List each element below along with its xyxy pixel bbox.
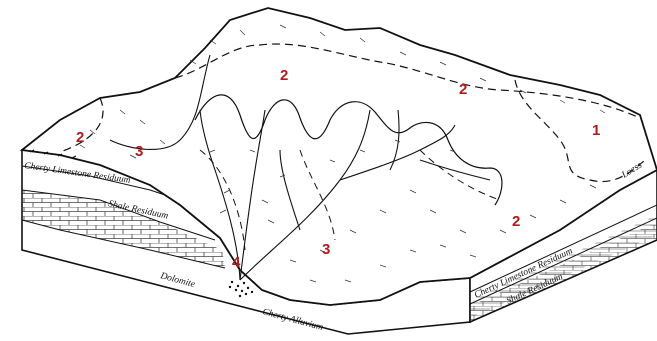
zone-number: 2: [76, 129, 84, 146]
zone-number: 2: [280, 67, 288, 84]
zone-number: 1: [592, 122, 600, 139]
zone-number: 3: [135, 143, 143, 160]
zone-number: 2: [459, 81, 467, 98]
zone-number: 4: [232, 254, 241, 271]
zone-number: 3: [322, 241, 330, 258]
zone-number: 2: [512, 213, 520, 230]
